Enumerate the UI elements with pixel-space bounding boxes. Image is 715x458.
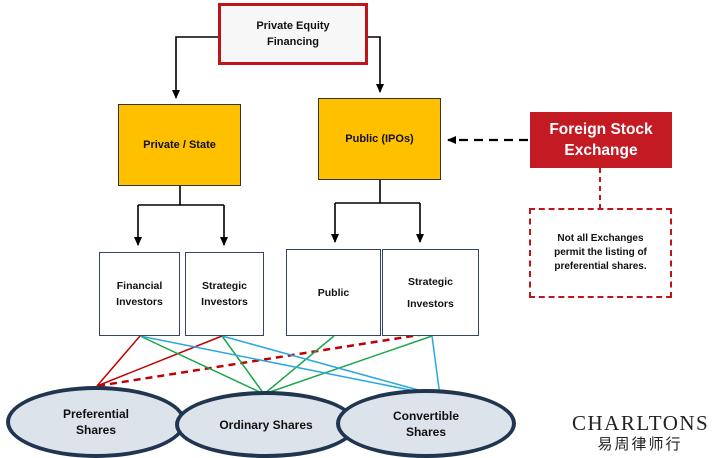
convertible-shares-ellipse: Convertible Shares (336, 389, 516, 458)
strategic-public-label-line1: Strategic (408, 275, 453, 288)
brand-name: CHARLTONS (572, 411, 710, 435)
preferential-shares-ellipse: Preferential Shares (6, 386, 186, 458)
charltons-logo: CHARLTONS 易周律师行 (572, 412, 708, 454)
note-line2: permit the listing of (554, 247, 647, 258)
link-public-to-ordinary (263, 335, 335, 395)
link-strategic-to-preferential (96, 335, 223, 387)
foreign-label-line1: Foreign Stock (549, 121, 653, 138)
private-state-label: Private / State (143, 139, 216, 151)
root-to-private-arrow (172, 36, 218, 99)
link-strategic-public-to-convertible (431, 335, 441, 397)
strategic-investors-private-box: Strategic Investors (185, 252, 264, 336)
note-line1: Not all Exchanges (557, 233, 644, 244)
financial-label-line2: Investors (116, 296, 163, 308)
public-branch-line (335, 180, 420, 204)
convertible-label-line1: Convertible (392, 408, 459, 423)
strategic-private-label-line1: Strategic (202, 280, 247, 292)
private-equity-financing-box: Private Equity Financing (218, 3, 368, 65)
public-ipos-box: Public (IPOs) (318, 98, 441, 180)
financial-label-line1: Financial (116, 280, 163, 292)
ordinary-label: Ordinary Shares (219, 417, 313, 432)
link-strategic-public-to-preferential-dashed (96, 332, 426, 388)
public-investors-label: Public (317, 286, 350, 299)
foreign-label-line2: Exchange (564, 142, 638, 159)
link-strategic-public-to-ordinary (263, 335, 433, 395)
private-state-box: Private / State (118, 104, 241, 186)
link-strategic-to-ordinary (221, 335, 265, 395)
strategic-public-label-line2: Investors (407, 297, 454, 310)
preferential-label-line1: Preferential (62, 407, 130, 421)
root-label-line2: Financing (267, 36, 319, 48)
note-line3: preferential shares. (554, 261, 647, 272)
root-label-line1: Private Equity (256, 20, 330, 32)
ordinary-shares-ellipse: Ordinary Shares (175, 391, 357, 458)
root-to-public-arrow (368, 36, 384, 93)
strategic-investors-public-box: Strategic Investors (382, 249, 479, 336)
brand-chinese-name: 易周律师行 (597, 435, 683, 453)
link-financial-to-convertible (139, 335, 441, 397)
preferential-label-line2: Shares (75, 423, 117, 437)
public-investors-box: Public (286, 249, 381, 336)
link-financial-to-preferential (96, 335, 141, 387)
convertible-label-line2: Shares (405, 424, 446, 439)
link-financial-to-ordinary (139, 335, 265, 395)
private-branch-line (138, 186, 224, 206)
exchange-note-box: Not all Exchanges permit the listing of … (529, 208, 672, 298)
link-strategic-to-convertible (221, 335, 441, 397)
foreign-stock-exchange-box: Foreign Stock Exchange (530, 112, 672, 168)
public-ipos-label: Public (IPOs) (345, 133, 414, 145)
strategic-private-label-line2: Investors (201, 296, 248, 308)
financial-investors-box: Financial Investors (99, 252, 180, 336)
